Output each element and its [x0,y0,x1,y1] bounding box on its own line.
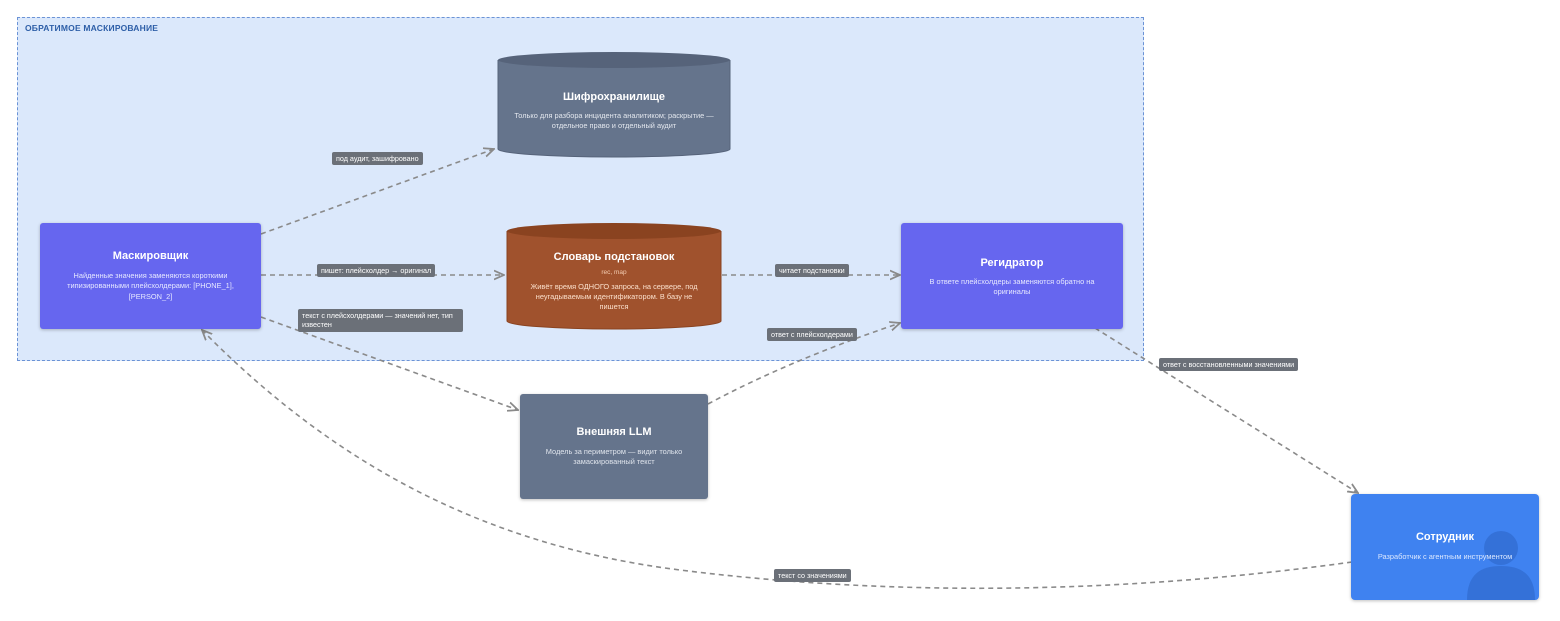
edge-label-audit: под аудит, зашифровано [332,152,423,166]
edge-label-writes: пишет: плейсхолдер → оригинал [317,264,436,278]
dictionary-cylinder[interactable]: Словарь подстановок rec, map Живёт время… [506,222,722,330]
dictionary-title: Словарь подстановок [553,251,675,263]
cipher-store-cylinder[interactable]: Шифрохранилище Только для разбора инциде… [497,51,731,158]
edge-label-raw-text: текст со значениями [774,569,851,583]
dictionary-shape [506,223,722,330]
external-llm-desc: Модель за периметром — видит только зама… [545,446,683,466]
edge-label-restored: ответ с восстановленными значениями [1159,358,1299,372]
cipher-store-title: Шифрохранилище [562,91,666,103]
cipher-store-shape [497,52,731,158]
external-llm-node[interactable]: Внешняя LLM Модель за периметром — видит… [520,394,708,499]
edge-label-llm-answer: ответ с плейсхолдерами [767,328,857,342]
boundary-label: ОБРАТИМОЕ МАСКИРОВАНИЕ [25,23,159,33]
rehydrator-title: Регидратор [980,257,1044,269]
masker-desc: Найденные значения заменяются короткими … [67,271,234,301]
edge-masker-to-llm [260,316,518,410]
person-silhouette-icon [1467,531,1535,600]
cipher-store-desc: Только для разбора инцидента аналитиком;… [514,111,714,131]
edge-rehydrator-to-employee [1094,327,1358,493]
masker-title: Маскировщик [112,250,189,263]
edge-label-masked-text: текст с плейсхолдерами — значений нет, т… [298,309,463,332]
employee-title: Сотрудник [1415,531,1475,544]
masker-node[interactable]: Маскировщик Найденные значения заменяютс… [40,223,261,329]
dictionary-tech: rec, map [601,269,627,276]
rehydrator-desc: В ответе плейсхолдеры заменяются обратно… [929,277,1095,297]
edge-llm-to-rehydrator [707,323,900,405]
edge-employee-to-masker [202,330,1353,590]
edge-label-reads: читает подстановки [775,264,849,278]
employee-desc: Разработчик с агентным инструментом [1377,552,1513,562]
dictionary-desc: Живёт время ОДНОГО запроса, на сервере, … [530,282,698,312]
rehydrator-node[interactable]: Регидратор В ответе плейсхолдеры заменяю… [901,223,1123,329]
external-llm-title: Внешняя LLM [576,425,652,438]
employee-node[interactable]: Сотрудник Разработчик с агентным инструм… [1351,494,1539,600]
